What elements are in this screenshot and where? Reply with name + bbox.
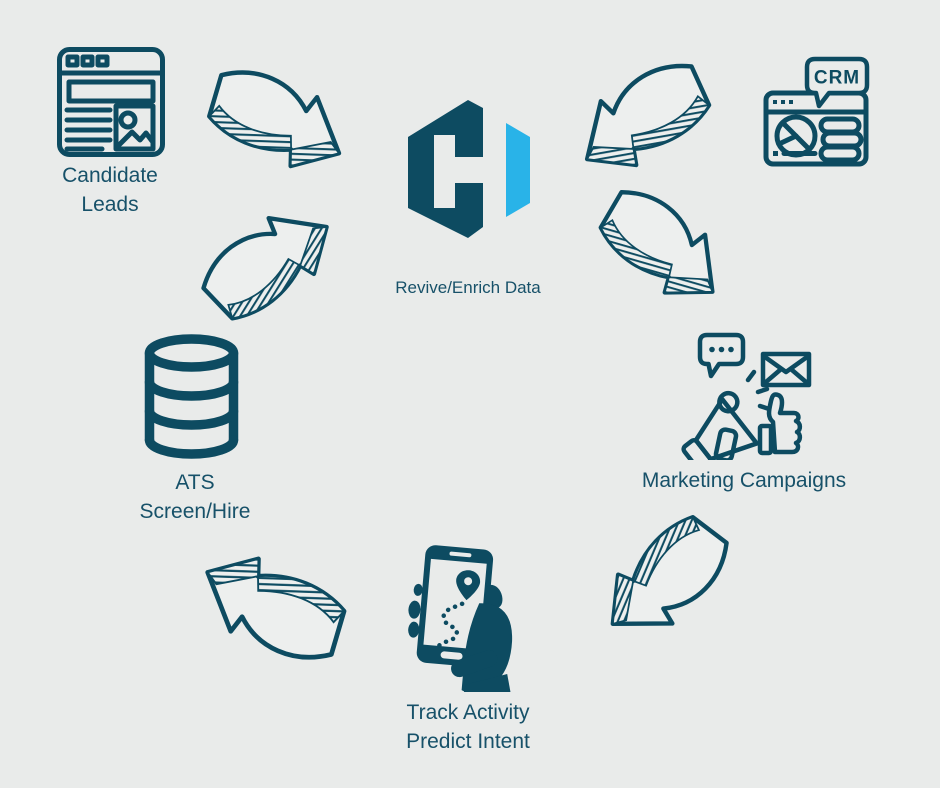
candidate-leads-label-line1: Candidate — [62, 164, 158, 187]
arrow-crm-to-hub — [556, 42, 738, 205]
hub-logo-blue-bar — [506, 123, 530, 217]
crm-dashboard-icon: CRM — [763, 55, 875, 167]
chat-bubble-icon — [697, 332, 746, 379]
megaphone-icon — [681, 369, 772, 460]
database-icon — [143, 333, 240, 460]
ats-label: ATS Screen/Hire — [115, 468, 275, 526]
hand-holding-phone-route-icon — [408, 542, 520, 692]
track-activity-label-line2: Predict Intent — [406, 730, 530, 753]
hub-logo-c-shape — [408, 100, 483, 238]
candidate-leads-label: Candidate Leads — [30, 161, 190, 219]
hub-logo — [402, 95, 532, 245]
hand-silhouette — [451, 584, 513, 692]
thumbs-up-icon — [757, 392, 803, 456]
ats-label-line2: Screen/Hire — [139, 500, 251, 523]
arrow-candidate-to-hub — [186, 51, 362, 200]
ats-label-line1: ATS — [175, 471, 215, 494]
marketing-campaigns-label: Marketing Campaigns — [641, 469, 847, 492]
route-dots — [435, 601, 465, 651]
megaphone-campaign-icon — [678, 330, 818, 460]
crm-badge-text: CRM — [814, 68, 860, 89]
envelope-icon — [760, 351, 812, 388]
track-activity-label-line1: Track Activity — [406, 701, 530, 724]
track-activity-label: Track Activity Predict Intent — [378, 698, 558, 756]
hub-caption: Revive/Enrich Data — [395, 278, 541, 297]
arrow-track-to-ats — [184, 522, 369, 679]
browser-profile-icon — [56, 46, 166, 158]
arrow-marketing-to-track — [571, 479, 751, 668]
candidate-leads-label-line2: Leads — [81, 193, 139, 216]
